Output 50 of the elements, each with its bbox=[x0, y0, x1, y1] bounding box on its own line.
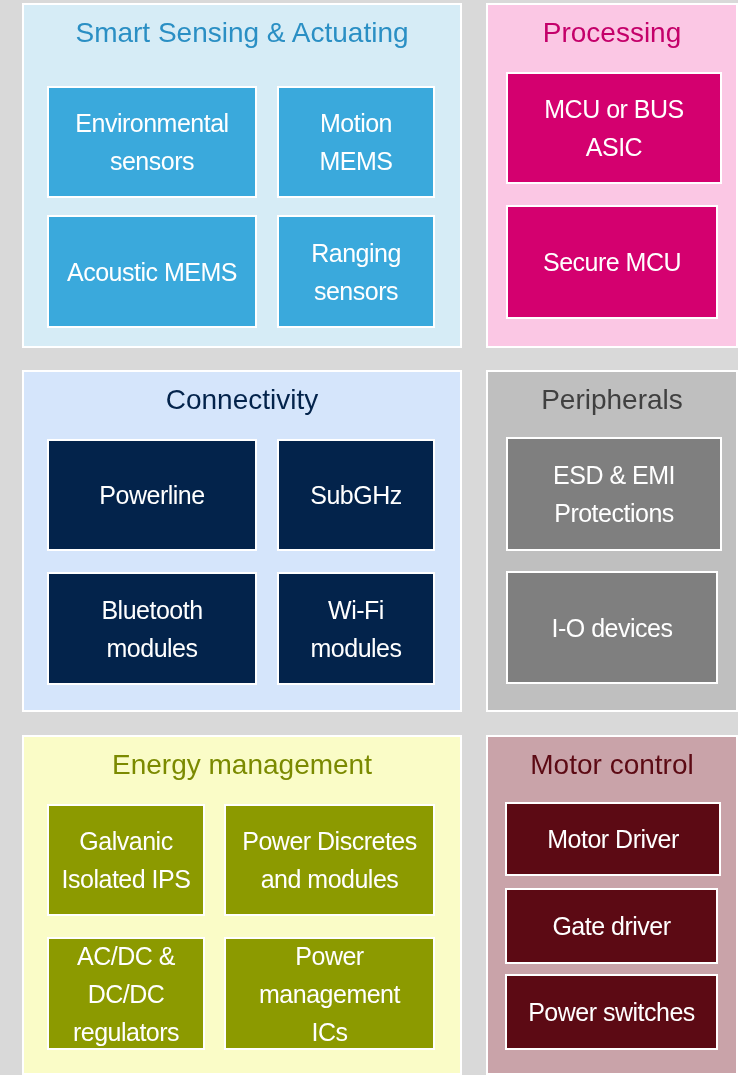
component-box bbox=[506, 205, 718, 319]
group-title: Connectivity bbox=[165, 384, 319, 416]
component-label: ESD & EMI Protections bbox=[552, 460, 676, 529]
group-panel bbox=[486, 3, 738, 348]
component-box bbox=[277, 86, 435, 198]
component-box bbox=[47, 215, 257, 328]
group-title: Processing bbox=[542, 17, 682, 49]
component-box bbox=[277, 215, 435, 328]
component-label: Motor Driver bbox=[547, 824, 679, 855]
component-box bbox=[505, 888, 718, 964]
component-label: Gate driver bbox=[552, 911, 671, 942]
component-box bbox=[506, 72, 722, 184]
component-label: I-O devices bbox=[551, 612, 673, 644]
group-title: Motor control bbox=[530, 749, 694, 781]
component-label: Secure MCU bbox=[542, 247, 682, 278]
component-box bbox=[506, 571, 718, 684]
component-label: Wi-Fi modules bbox=[309, 594, 403, 664]
group-title: Smart Sensing & Actuating bbox=[75, 17, 409, 49]
group-title: Energy management bbox=[112, 749, 372, 781]
component-label: Powerline bbox=[99, 480, 205, 511]
component-box bbox=[47, 572, 257, 685]
group-panel bbox=[22, 3, 462, 348]
component-label: Environmental sensors bbox=[74, 108, 230, 177]
component-label: Acoustic MEMS bbox=[67, 256, 237, 288]
group-panel bbox=[22, 370, 462, 712]
component-label: Power Discretes and modules bbox=[241, 826, 418, 895]
component-label: Bluetooth modules bbox=[100, 594, 204, 664]
component-box bbox=[224, 937, 435, 1050]
component-box bbox=[277, 572, 435, 685]
component-box bbox=[47, 937, 205, 1050]
component-box bbox=[505, 974, 718, 1050]
group-panel bbox=[22, 735, 462, 1075]
group-title: Peripherals bbox=[541, 384, 683, 416]
component-label: AC/DC & DC/DC regulators bbox=[71, 940, 181, 1048]
component-label: Motion MEMS bbox=[318, 108, 394, 177]
component-label: MCU or BUS ASIC bbox=[543, 94, 685, 163]
component-label: Power management ICs bbox=[258, 940, 402, 1048]
component-box bbox=[47, 439, 257, 551]
component-label: Power switches bbox=[528, 997, 695, 1028]
component-box bbox=[224, 804, 435, 916]
component-label: SubGHz bbox=[310, 480, 402, 511]
component-box bbox=[47, 86, 257, 198]
component-box bbox=[506, 437, 722, 551]
group-panel bbox=[486, 735, 738, 1075]
component-box bbox=[505, 802, 721, 876]
component-label: Ranging sensors bbox=[310, 237, 402, 307]
component-box bbox=[47, 804, 205, 916]
component-box bbox=[277, 439, 435, 551]
component-label: Galvanic Isolated IPS bbox=[60, 826, 192, 895]
group-panel bbox=[486, 370, 738, 712]
